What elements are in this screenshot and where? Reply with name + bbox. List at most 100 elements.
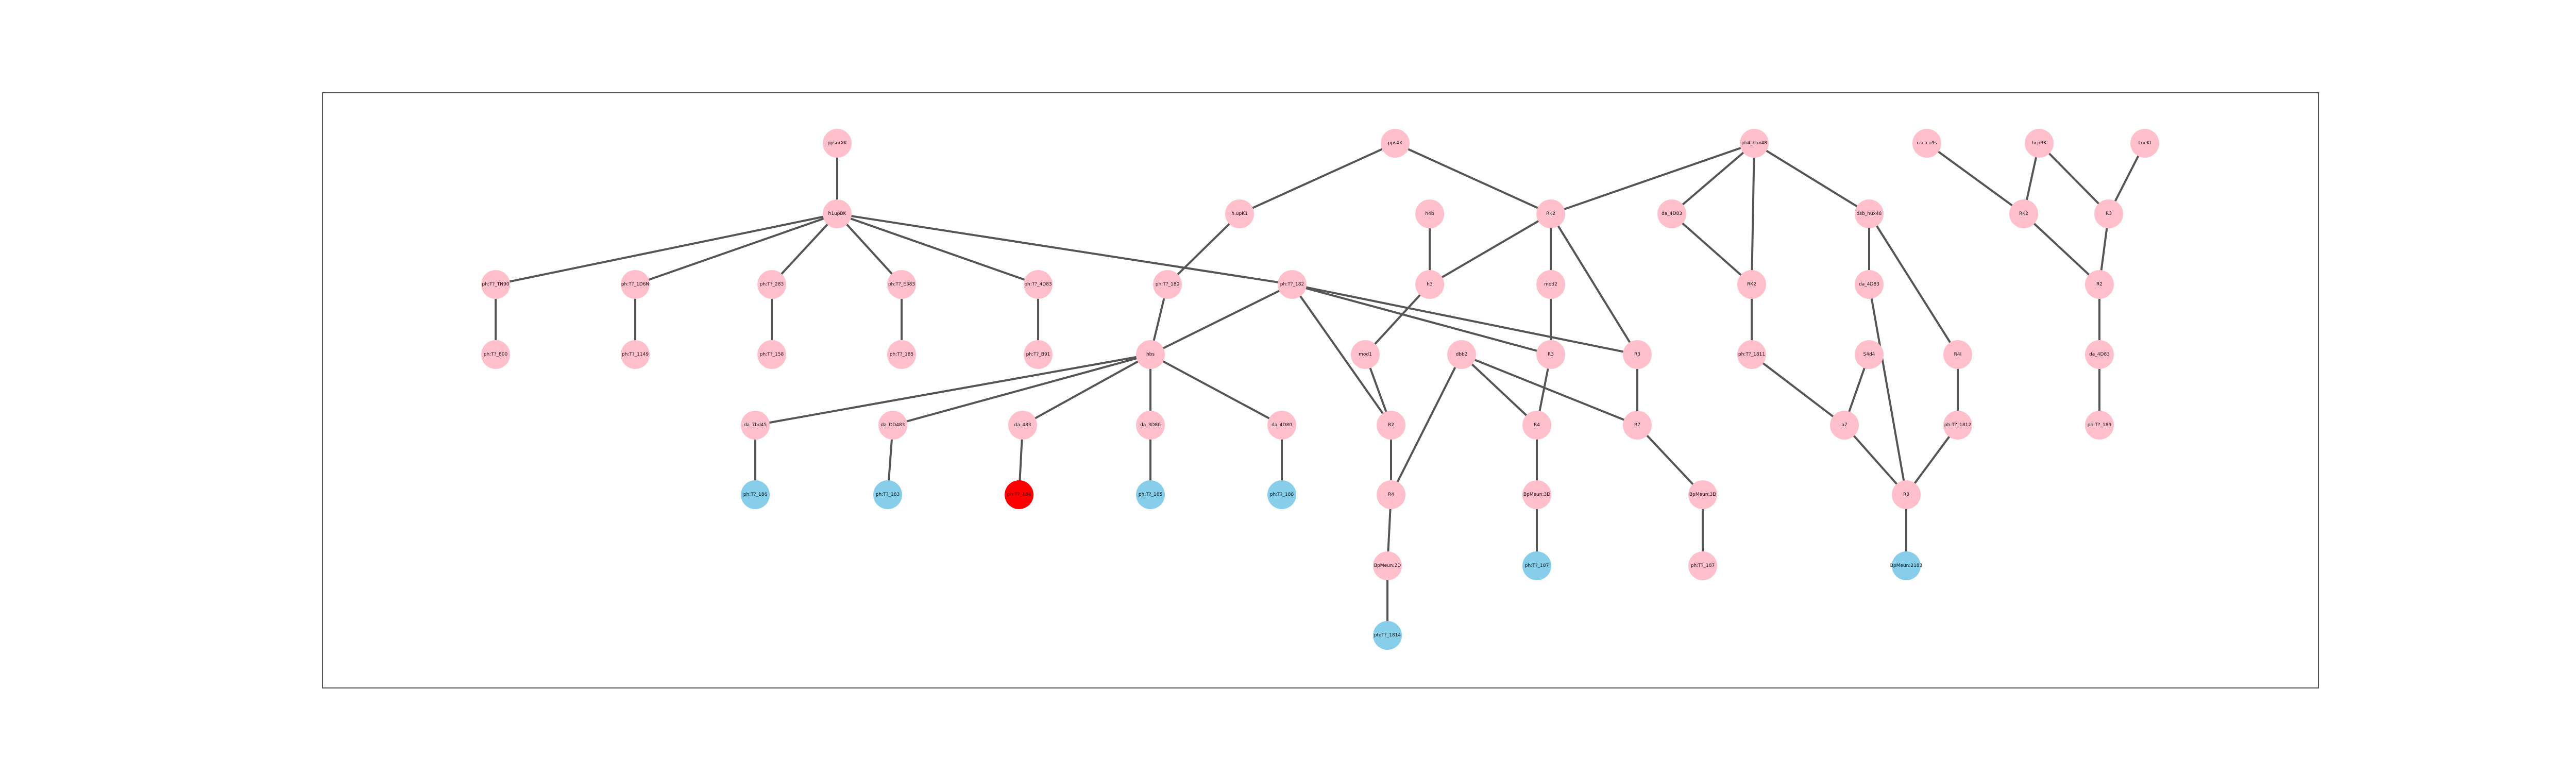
graph-node: ph:T?_187 xyxy=(1522,551,1551,580)
graph-edge xyxy=(1150,354,1282,426)
node-circle xyxy=(1024,270,1053,299)
graph-node: dsb_hux48 xyxy=(1855,199,1884,228)
node-circle xyxy=(1267,411,1296,440)
node-label: ph:T?_186 xyxy=(743,492,768,497)
edge-layer xyxy=(495,142,2146,635)
graph-edge xyxy=(1292,283,1551,356)
node-label: ph:T?_TN90 xyxy=(482,282,510,287)
node-label: mod1 xyxy=(1359,352,1372,357)
node-label: ph:T?_E383 xyxy=(888,282,915,287)
graph-edge xyxy=(1364,283,1431,356)
node-label: R4 xyxy=(1534,423,1540,428)
node-circle xyxy=(1005,480,1033,509)
node-circle xyxy=(741,480,770,509)
graph-node: RK2 xyxy=(2009,199,2038,228)
graph-edge xyxy=(635,213,838,285)
node-label: h4b xyxy=(1425,211,1434,216)
node-label: ph:T?_1D6N xyxy=(621,282,649,287)
node-circle xyxy=(1415,199,1444,228)
node-circle xyxy=(1278,270,1307,299)
node-label: R3 xyxy=(1548,352,1554,357)
node-circle xyxy=(1136,411,1165,440)
graph-edge xyxy=(1868,213,1959,356)
graph-node: ph:T?_1D6N xyxy=(621,270,650,299)
node-label: da_4D83 xyxy=(1662,211,1682,216)
node-circle xyxy=(1377,480,1405,509)
node-label: h.upK1 xyxy=(1231,211,1248,216)
graph-edge xyxy=(495,213,838,285)
node-label: hcpRK xyxy=(2032,141,2047,146)
node-circle xyxy=(1522,411,1551,440)
node-label: S4d4 xyxy=(1863,352,1875,357)
node-circle xyxy=(1373,621,1402,650)
graph-node: da_4D83 xyxy=(2085,340,2114,369)
node-circle xyxy=(2085,270,2114,299)
node-circle xyxy=(2025,129,2054,158)
graph-node: da_DD483 xyxy=(878,411,907,440)
node-label: ph4_hux48 xyxy=(1741,141,1767,146)
graph-node: S4d4 xyxy=(1855,340,1884,369)
graph-edge xyxy=(1429,213,1552,285)
node-label: R2 xyxy=(2096,282,2103,287)
graph-node: ph:T?_158 xyxy=(757,340,786,369)
node-circle xyxy=(741,411,770,440)
graph-node: RK2 xyxy=(1536,199,1565,228)
node-label: ph:T?_180 xyxy=(1156,282,1180,287)
node-circle xyxy=(1892,480,1921,509)
graph-node: dbb2 xyxy=(1447,340,1476,369)
graph-node: ph:T?_180 xyxy=(1153,270,1182,299)
graph-node: RK2 xyxy=(1737,270,1766,299)
graph-node: BpMeun:3D xyxy=(1688,480,1717,509)
node-label: ph:T?_283 xyxy=(760,282,784,287)
node-circle xyxy=(1855,340,1884,369)
node-label: da_DD483 xyxy=(881,423,905,428)
graph-node: ph:T?_188 xyxy=(1267,480,1296,509)
graph-node: ph:T?_182 xyxy=(1278,270,1307,299)
graph-node: ph:T?_B91 xyxy=(1024,340,1053,369)
graph-edge xyxy=(1150,283,1293,356)
node-label: da_3D80 xyxy=(1140,423,1161,428)
node-circle xyxy=(481,340,510,369)
node-circle xyxy=(887,340,916,369)
node-circle xyxy=(873,480,902,509)
graph-edge xyxy=(1550,213,1638,356)
graph-node: ph:T?_E383 xyxy=(887,270,916,299)
node-circle xyxy=(1830,411,1859,440)
node-label: ph:T?_188 xyxy=(1270,492,1294,497)
graph-node: ph:T?_1811 xyxy=(1737,340,1766,369)
node-circle xyxy=(1522,480,1551,509)
graph-node: ph:T?_800 xyxy=(481,340,510,369)
graph-edge xyxy=(771,213,838,285)
node-circle xyxy=(1136,340,1165,369)
graph-edge xyxy=(1671,213,1753,285)
node-label: a7 xyxy=(1841,423,1847,428)
graph-edge xyxy=(1461,354,1638,426)
node-label: ph:T?_1149 xyxy=(622,352,649,357)
graph-edge xyxy=(1751,143,1755,285)
node-circle xyxy=(1373,551,1402,580)
graph-node: R4I xyxy=(1943,340,1972,369)
node-label: dbb2 xyxy=(1456,352,1468,357)
graph-node: h3 xyxy=(1415,270,1444,299)
node-label: ph:T?_189 xyxy=(2088,423,2112,428)
graph-edge xyxy=(837,213,1039,285)
node-circle xyxy=(757,340,786,369)
node-circle xyxy=(1737,340,1766,369)
node-circle xyxy=(1688,551,1717,580)
node-circle xyxy=(1536,199,1565,228)
node-label: ph:T?_187 xyxy=(1691,563,1715,568)
node-circle xyxy=(1737,270,1766,299)
graph-edge xyxy=(836,213,903,285)
graph-edge xyxy=(1461,354,1538,426)
graph-node: da_4D83 xyxy=(1855,270,1884,299)
graph-node: ph4_hux48 xyxy=(1740,129,1769,158)
graph-node: ph:T?_4D83 xyxy=(1024,270,1053,299)
graph-edge xyxy=(1395,142,1551,215)
graph-node: mod2 xyxy=(1536,270,1565,299)
graph-edge xyxy=(1753,142,1870,215)
graph-node: R7 xyxy=(1623,411,1652,440)
graph-node: ph:T?_1149 xyxy=(621,340,650,369)
graph-node: R8 xyxy=(1892,480,1921,509)
graph-node: mod1 xyxy=(1351,340,1380,369)
